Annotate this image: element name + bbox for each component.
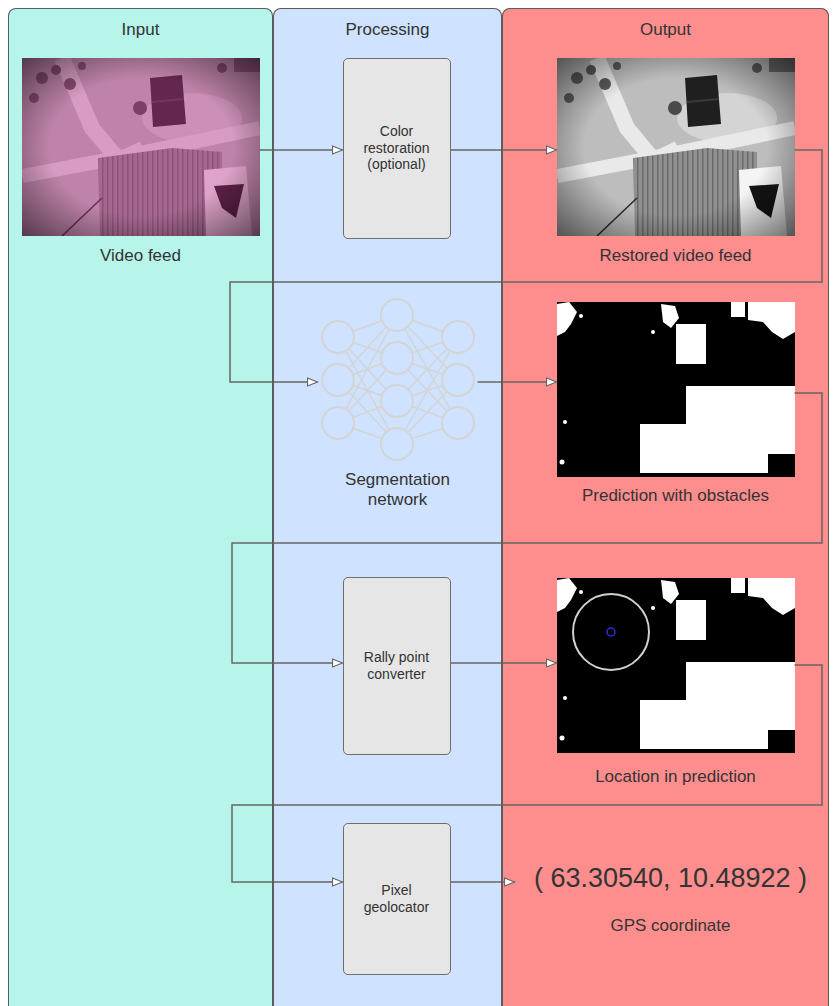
rally-point-marker <box>607 628 615 636</box>
caption: Prediction with obstacles <box>582 486 769 507</box>
coordinate-value: ( 63.30540, 10.48922 ) <box>534 862 807 894</box>
video-panel: Video feed <box>22 58 260 268</box>
net-neuron <box>442 321 474 353</box>
caption: Restored video feed <box>599 246 751 267</box>
flow-arrow <box>232 665 822 882</box>
illustration-part <box>322 299 474 460</box>
column-band: OutputRestored video feedPrediction with… <box>502 8 829 1006</box>
band-fill <box>273 8 502 1006</box>
column-title: Output <box>503 20 828 40</box>
band-fill <box>502 8 829 1006</box>
caption: Segmentation network <box>318 470 478 512</box>
process-label: Color restoration (optional) <box>350 123 444 173</box>
neural-network-icon <box>322 299 474 460</box>
column-band: InputVideo feed <box>8 8 273 1006</box>
flow-arrow <box>230 150 822 382</box>
flow-arrow <box>478 381 557 383</box>
aerial-photo <box>22 58 260 236</box>
flow-arrow <box>451 149 557 151</box>
aerial-photo <box>557 58 795 236</box>
mask-panel: Prediction with obstacles <box>557 302 795 508</box>
band-fill <box>8 8 273 1006</box>
caption: GPS coordinate <box>610 916 730 936</box>
flow-arrow <box>260 149 343 151</box>
vignette <box>22 58 260 236</box>
column-title: Input <box>9 20 272 40</box>
mask-panel: Location in prediction <box>557 578 795 789</box>
process-box: Rally point converter <box>343 577 451 755</box>
location-frame <box>557 578 795 753</box>
process-label: Pixel geolocator <box>350 882 444 916</box>
net-neuron <box>322 321 354 353</box>
net-neuron <box>442 364 474 396</box>
net-neuron <box>442 407 474 439</box>
search-radius <box>573 594 649 670</box>
flow-arrow <box>232 393 822 663</box>
net-neuron <box>322 407 354 439</box>
tint-overlay <box>22 58 260 236</box>
flow-arrow <box>451 881 515 883</box>
illustration-part <box>230 150 822 882</box>
process-label: Rally point converter <box>350 649 444 683</box>
segmentation-mask <box>557 302 795 477</box>
video-frame <box>22 58 260 236</box>
flow-arrow <box>451 662 557 664</box>
segmentation-mask <box>557 578 795 753</box>
net-neuron <box>322 364 354 396</box>
column-title: Processing <box>274 20 501 40</box>
process-box: Color restoration (optional) <box>343 58 451 239</box>
network-node: Segmentation network <box>318 300 478 512</box>
process-box: Pixel geolocator <box>343 823 451 975</box>
net-neuron <box>381 428 413 460</box>
output-value: ( 63.30540, 10.48922 ) GPS coordinate <box>515 862 827 954</box>
net-neuron <box>381 385 413 417</box>
restored-frame <box>557 58 795 236</box>
caption: Location in prediction <box>595 767 756 788</box>
vignette <box>557 58 795 236</box>
net-neuron <box>381 342 413 374</box>
net-neuron <box>381 299 413 331</box>
column-band: ProcessingColor restoration (optional) Se… <box>273 8 502 1006</box>
video-panel: Restored video feed <box>557 58 795 268</box>
caption: Video feed <box>100 246 181 267</box>
